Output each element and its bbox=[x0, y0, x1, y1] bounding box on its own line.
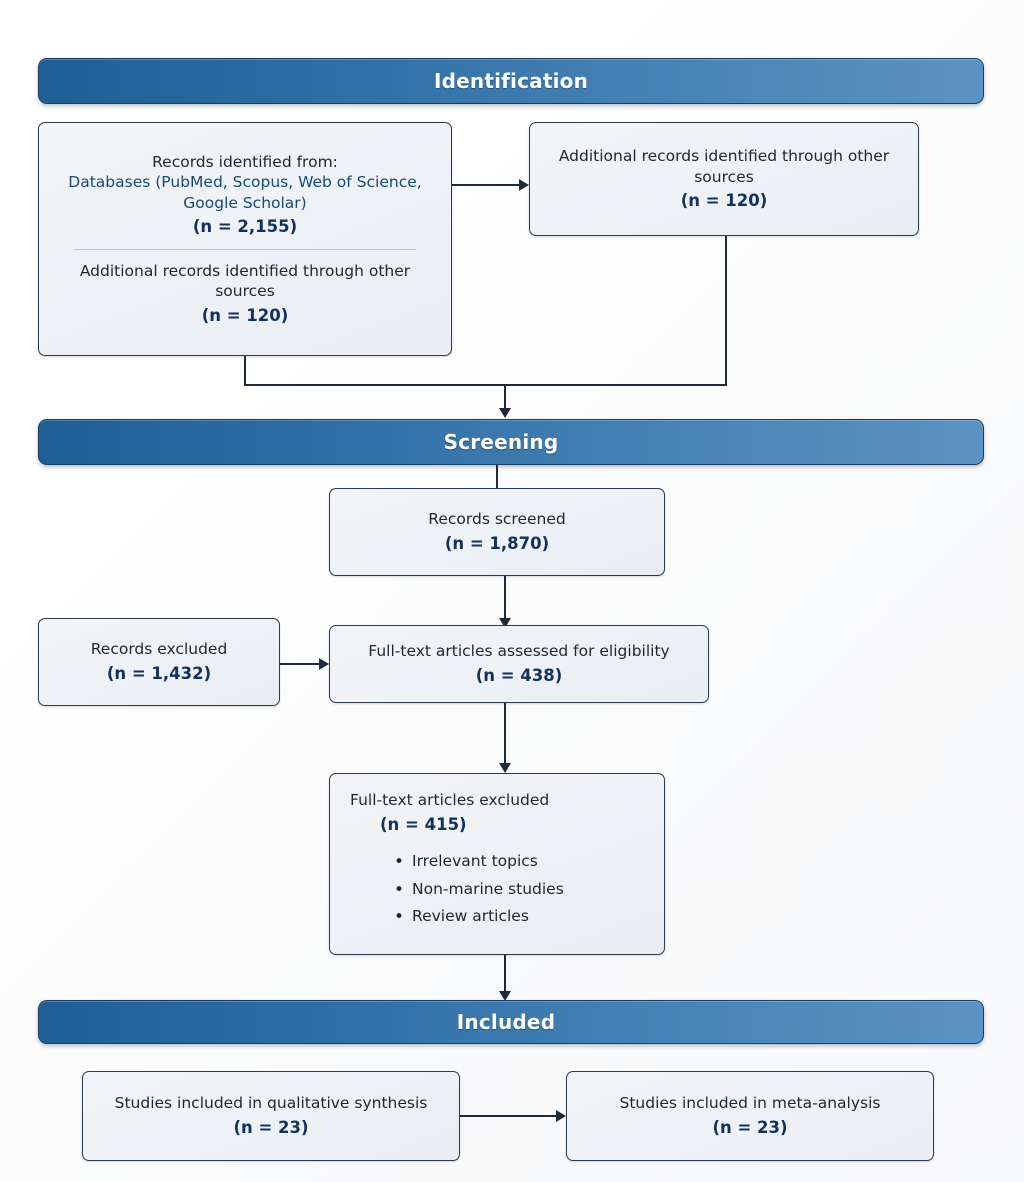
box-fulltext-excluded: Full-text articles excluded (n = 415) Ir… bbox=[329, 773, 665, 955]
stage-header-included-label: Included bbox=[456, 1010, 556, 1034]
list-item: Review articles bbox=[394, 902, 564, 932]
qualitative-synthesis-heading: Studies included in qualitative synthesi… bbox=[114, 1094, 428, 1113]
meta-analysis-count: (n = 23) bbox=[712, 1117, 788, 1137]
box-additional-records: Additional records identified through ot… bbox=[529, 122, 919, 236]
fulltext-excluded-count: (n = 415) bbox=[380, 815, 467, 835]
arrowhead-merge-to-screening bbox=[498, 408, 511, 418]
box-qualitative-synthesis: Studies included in qualitative synthesi… bbox=[82, 1071, 460, 1161]
connector-merge-horizontal bbox=[244, 384, 727, 386]
records-identified-heading: Records identified from: bbox=[152, 152, 338, 171]
list-item: Non-marine studies bbox=[394, 875, 564, 905]
connector-excluded-to-assessed bbox=[280, 663, 319, 665]
meta-analysis-heading: Studies included in meta-analysis bbox=[619, 1094, 881, 1113]
fulltext-assessed-count: (n = 438) bbox=[475, 665, 563, 685]
list-item: Irrelevant topics bbox=[394, 847, 564, 877]
arrowhead-screened-to-eligibility bbox=[498, 618, 511, 628]
arrowhead-assessed-to-fulltext-excluded bbox=[498, 763, 511, 773]
stage-header-identification: Identification bbox=[38, 58, 984, 104]
fulltext-assessed-heading: Full-text articles assessed for eligibil… bbox=[368, 642, 670, 661]
records-excluded-count: (n = 1,432) bbox=[106, 663, 212, 683]
records-identified-additional-heading: Additional records identified through ot… bbox=[79, 261, 411, 301]
connector-fulltext-excluded-to-included bbox=[504, 955, 506, 993]
fulltext-excluded-reasons: Irrelevant topics Non-marine studies Rev… bbox=[394, 847, 564, 932]
records-identified-additional-count: (n = 120) bbox=[201, 305, 289, 325]
connector-screening-bar-to-screened bbox=[496, 465, 498, 488]
box-records-identified: Records identified from: Databases (PubM… bbox=[38, 122, 452, 356]
qualitative-synthesis-count: (n = 23) bbox=[233, 1117, 309, 1137]
records-identified-sources: Databases (PubMed, Scopus, Web of Scienc… bbox=[68, 173, 422, 212]
arrowhead-qualitative-to-meta bbox=[556, 1109, 566, 1122]
connector-assessed-to-fulltext-excluded bbox=[504, 703, 506, 765]
fulltext-excluded-heading: Full-text articles excluded bbox=[350, 791, 550, 809]
additional-records-count: (n = 120) bbox=[680, 191, 768, 211]
connector-left-box-down bbox=[244, 356, 246, 384]
box-records-excluded: Records excluded (n = 1,432) bbox=[38, 618, 280, 706]
records-identified-count: (n = 2,155) bbox=[192, 216, 298, 236]
connector-identified-to-additional bbox=[452, 184, 519, 186]
additional-records-heading: Additional records identified through ot… bbox=[558, 147, 890, 186]
stage-header-included: Included bbox=[38, 1000, 984, 1044]
arrowhead-excluded-to-assessed bbox=[319, 657, 329, 670]
records-identified-additional: Additional records identified through ot… bbox=[51, 261, 439, 327]
connector-screened-to-eligibility bbox=[504, 576, 506, 620]
box-fulltext-assessed: Full-text articles assessed for eligibil… bbox=[329, 625, 709, 703]
connector-qualitative-to-meta bbox=[460, 1115, 556, 1117]
box-section-divider bbox=[74, 248, 416, 250]
stage-header-identification-label: Identification bbox=[433, 69, 589, 93]
stage-header-screening: Screening bbox=[38, 419, 984, 465]
box-meta-analysis: Studies included in meta-analysis (n = 2… bbox=[566, 1071, 934, 1161]
records-identified-primary: Records identified from: Databases (PubM… bbox=[51, 152, 439, 238]
connector-right-box-down bbox=[725, 236, 727, 384]
records-screened-count: (n = 1,870) bbox=[444, 533, 550, 553]
arrowhead-fulltext-excluded-to-included bbox=[498, 991, 511, 1001]
box-records-screened: Records screened (n = 1,870) bbox=[329, 488, 665, 576]
records-screened-heading: Records screened bbox=[428, 510, 566, 529]
records-excluded-heading: Records excluded bbox=[90, 640, 228, 659]
arrowhead-identified-to-additional bbox=[519, 178, 529, 191]
stage-header-screening-label: Screening bbox=[443, 430, 559, 454]
connector-merge-to-screening bbox=[504, 384, 506, 410]
